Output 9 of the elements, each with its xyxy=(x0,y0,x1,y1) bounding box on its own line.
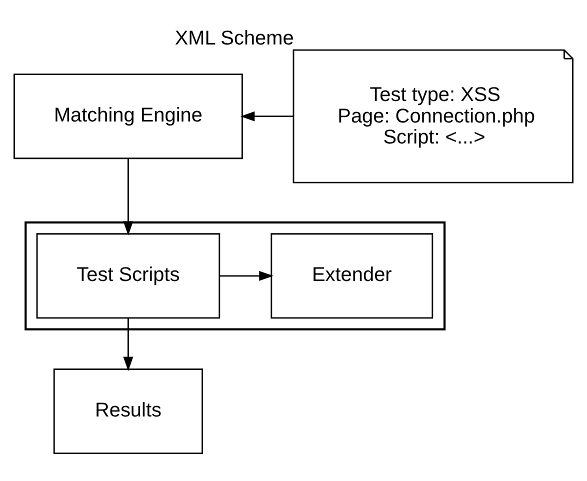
node-label: XML Scheme xyxy=(174,27,294,50)
arrow xyxy=(123,318,134,371)
node-box: Results xyxy=(53,368,204,454)
arrow xyxy=(123,158,134,236)
arrow xyxy=(220,270,274,280)
node-box: Extender xyxy=(270,232,434,318)
arrow xyxy=(240,110,294,121)
node-box: Matching Engine xyxy=(14,73,243,159)
node-box: Test Scripts xyxy=(36,232,220,318)
